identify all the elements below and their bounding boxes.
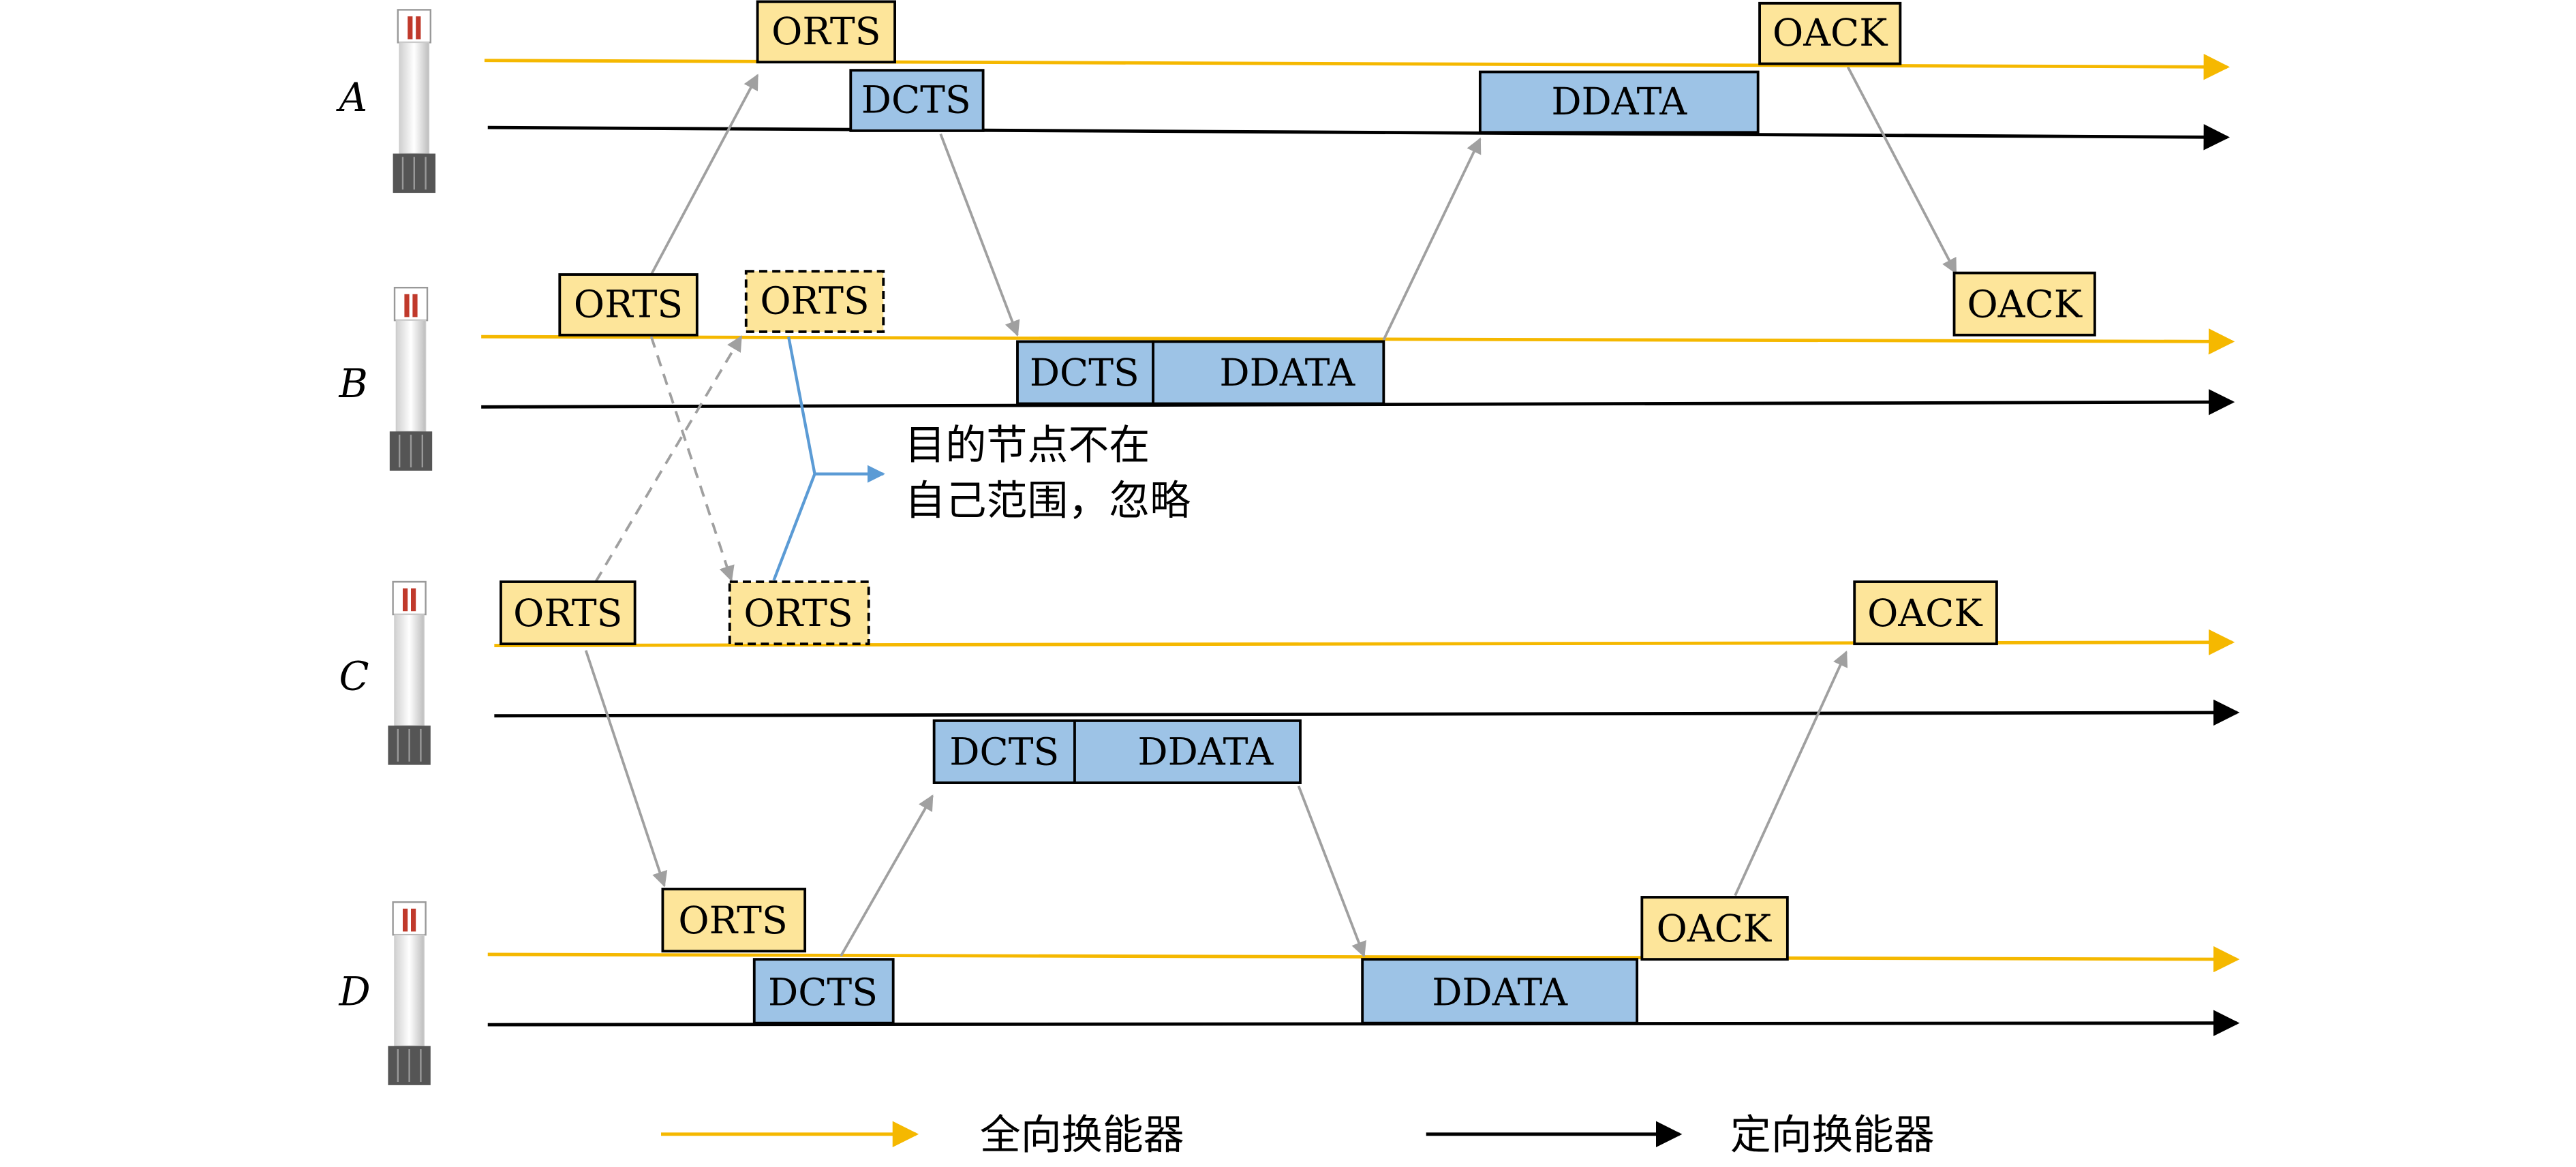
message-arrow — [649, 74, 759, 275]
node-device-icon — [393, 9, 435, 193]
omni-timeline-a — [484, 54, 2230, 80]
packet-orts: ORTS — [661, 888, 807, 953]
directional-timeline-c — [494, 699, 2240, 726]
directional-timeline-a — [487, 124, 2230, 151]
packet-ddata: DDATA — [1478, 70, 1760, 134]
packet-dcts: DCTS — [849, 69, 985, 132]
message-arrow — [1297, 785, 1366, 958]
packet-dcts: DCTS — [752, 958, 895, 1025]
message-arrow — [939, 134, 1020, 337]
svg-text:ORTS: ORTS — [574, 283, 683, 326]
legend-omni-label: 全向换能器 — [980, 1111, 1184, 1159]
packet-oack: OACK — [1640, 896, 1789, 961]
omni-timeline-b — [481, 328, 2235, 355]
svg-text:DCTS: DCTS — [768, 971, 878, 1014]
svg-text:DDATA: DDATA — [1137, 731, 1274, 775]
packet-orts: ORTS — [558, 273, 699, 337]
svg-text:DCTS: DCTS — [949, 731, 1059, 775]
ignore-bracket — [772, 336, 816, 581]
svg-text:DCTS: DCTS — [1030, 352, 1139, 395]
legend: 全向换能器 定向换能器 — [661, 1111, 1935, 1159]
node-label-b: B — [338, 361, 367, 407]
svg-text:DDATA: DDATA — [1432, 971, 1568, 1014]
message-arrow — [584, 650, 668, 888]
packet-dcts: DCTS — [1016, 340, 1155, 405]
annotation-line-1: 目的节点不在 — [904, 422, 1150, 469]
annotation-line-2: 自己范围，忽略 — [904, 478, 1191, 525]
packet-orts: ORTS — [756, 0, 896, 64]
packet-orts: ORTS — [500, 580, 637, 646]
svg-text:OACK: OACK — [1657, 907, 1773, 951]
svg-text:OACK: OACK — [1967, 283, 2083, 326]
svg-text:ORTS: ORTS — [771, 10, 880, 54]
node-label-a: A — [335, 75, 367, 121]
message-arrow — [840, 794, 934, 957]
packet-oack: OACK — [1952, 271, 2096, 337]
message-arrow — [1382, 137, 1482, 341]
packet-ddata: DDATA — [1361, 958, 1639, 1025]
svg-text:ORTS: ORTS — [678, 899, 787, 943]
node-device-icon — [388, 901, 431, 1085]
svg-text:OACK: OACK — [1773, 12, 1888, 55]
overheard-dashed-arrow — [594, 335, 743, 582]
packet-orts-overheard: ORTS — [728, 580, 870, 646]
packet-oack: OACK — [1853, 580, 1998, 646]
svg-text:OACK: OACK — [1867, 592, 1983, 636]
packet-dcts: DCTS — [932, 719, 1078, 784]
message-arrow — [1846, 66, 1957, 275]
message-arrow — [1734, 651, 1848, 897]
node-label-d: D — [338, 969, 370, 1014]
packet-ddata: DDATA — [1073, 719, 1302, 784]
svg-text:ORTS: ORTS — [760, 280, 869, 324]
svg-text:ORTS: ORTS — [513, 592, 622, 636]
overheard-dashed-arrow — [649, 336, 735, 582]
node-label-c: C — [339, 653, 369, 699]
packet-oack: OACK — [1758, 1, 1902, 65]
legend-directional-label: 定向换能器 — [1730, 1111, 1935, 1159]
svg-text:DCTS: DCTS — [861, 79, 971, 123]
svg-text:DDATA: DDATA — [1219, 352, 1355, 395]
svg-text:DDATA: DDATA — [1551, 80, 1687, 124]
node-device-icon — [388, 580, 431, 765]
svg-text:ORTS: ORTS — [743, 592, 853, 636]
packet-ddata: DDATA — [1152, 340, 1385, 405]
packet-orts-overheard: ORTS — [744, 270, 885, 333]
node-device-icon — [389, 287, 433, 471]
